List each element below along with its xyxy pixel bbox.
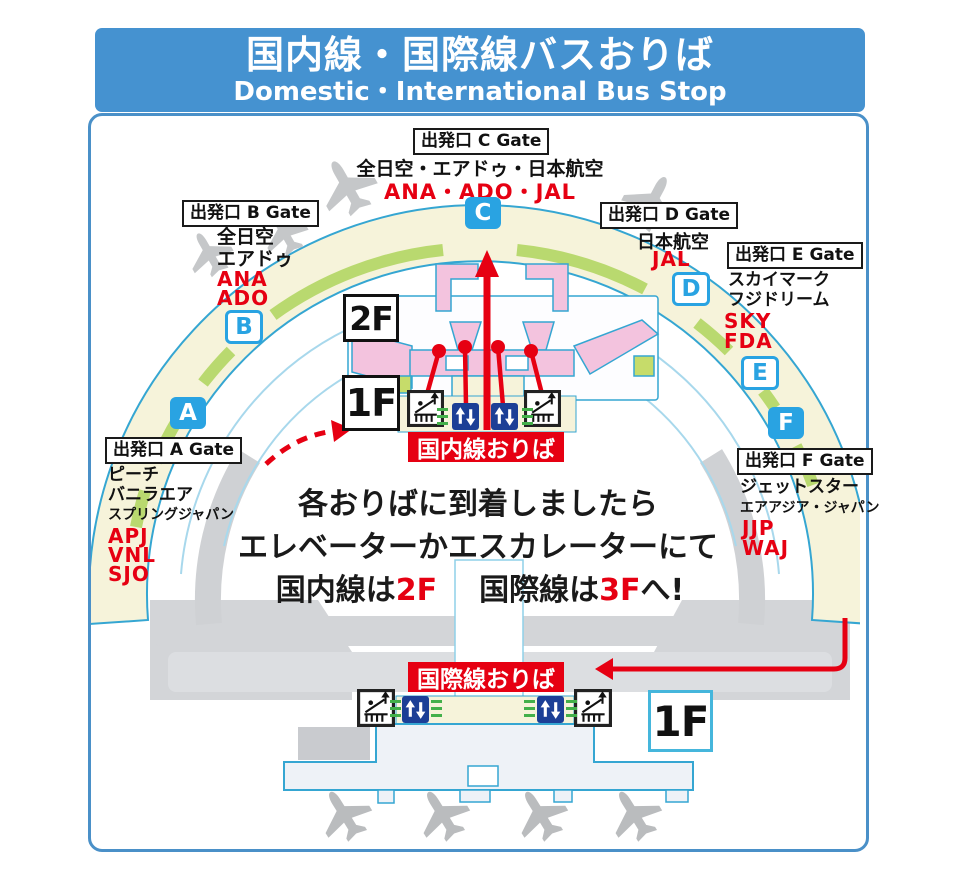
airplane-icon	[423, 791, 471, 842]
airline-code: SJO	[108, 562, 150, 586]
gate-letter-e: E	[752, 360, 768, 386]
red-wayfinding-marks	[264, 250, 848, 680]
airplane-icon	[326, 161, 378, 217]
airline-code: JJP	[742, 516, 775, 540]
international-terminal-building	[283, 695, 694, 804]
elevator-icon	[452, 403, 479, 430]
up-arrow-head	[475, 250, 499, 277]
gate-marker-e: E	[741, 356, 779, 390]
elevator-icon	[537, 696, 564, 723]
gate-label-c: 出発口 C Gate	[413, 128, 550, 155]
gate-b-airlines: 全日空 エアドゥ	[217, 226, 293, 270]
gate-letter-c: C	[474, 200, 492, 226]
gate-label-e: 出発口 E Gate	[727, 242, 863, 269]
airline-name: バニラエア	[108, 485, 193, 505]
airline-name: 全日空	[217, 226, 275, 248]
notice-floor-3f: 3F	[599, 573, 641, 608]
gate-d-codes: JAL	[652, 247, 691, 271]
gate-letter-f: F	[778, 410, 794, 436]
gate-marker-b: B	[225, 310, 263, 344]
airplane-icon	[192, 233, 234, 278]
notice-line-2: エレベーターかエスカレーターにて	[238, 530, 718, 565]
platform-dashes	[524, 700, 535, 720]
airline-code: WAJ	[742, 536, 790, 560]
elevator-icon	[491, 403, 518, 430]
gate-label-b: 出発口 B Gate	[182, 200, 319, 227]
gate-a-codes: APJ VNL SJO	[108, 524, 156, 586]
airline-name: フジドリーム	[728, 290, 830, 310]
gate-e-airlines: スカイマーク フジドリーム	[728, 270, 830, 310]
notice-line-1: 各おりばに到着しましたら	[298, 487, 658, 522]
gate-label-a: 出発口 A Gate	[105, 437, 243, 464]
page-title-english: Domestic・International Bus Stop	[233, 77, 727, 107]
gate-label-f: 出発口 F Gate	[737, 448, 873, 475]
gate-f-airlines: ジェットスター エアアジア・ジャパン	[740, 477, 879, 519]
gate-a-airlines: ピーチ バニラエア スプリングジャパン	[108, 465, 234, 525]
airplane-icons	[192, 161, 674, 842]
gate-c-airlines: 全日空・エアドゥ・日本航空	[356, 158, 604, 180]
escalator-icon	[574, 689, 612, 727]
airline-code: ADO	[217, 286, 270, 310]
platform-dashes	[390, 700, 401, 720]
airline-code: APJ	[108, 524, 149, 548]
airline-code: SKY	[724, 309, 772, 333]
gate-d-airlines: 日本航空	[637, 232, 709, 253]
airline-name: エアアジア・ジャパン	[740, 500, 880, 516]
airline-code: ANA	[217, 267, 268, 291]
terminal-map-graphic	[91, 161, 860, 842]
gate-label-d: 出発口 D Gate	[600, 202, 739, 229]
escalator-icon	[357, 689, 395, 727]
international-approach-arrow	[608, 618, 848, 672]
notice-text: 国際線は	[479, 573, 600, 608]
page-title-japanese: 国内線・国際線バスおりば	[245, 33, 714, 77]
notice-line-3: 国内線は2F 国際線は3Fへ!	[276, 565, 684, 609]
floor-label-2f: 2F	[343, 294, 399, 342]
platform-dashes	[437, 408, 448, 428]
airline-name: エアドゥ	[217, 248, 294, 270]
gate-letter-d: D	[681, 276, 701, 302]
gate-e-codes: SKY FDA	[724, 311, 773, 351]
elevator-icon	[402, 696, 429, 723]
floor-label-1f-domestic: 1F	[342, 375, 400, 431]
airline-name: スプリングジャパン	[108, 507, 234, 523]
notice-floor-2f: 2F	[395, 573, 438, 608]
gate-marker-a: A	[170, 397, 206, 429]
airline-name: スカイマーク	[728, 270, 830, 290]
gate-letter-b: B	[235, 314, 253, 340]
notice-text: へ!	[640, 573, 685, 608]
gate-marker-f: F	[768, 407, 804, 439]
gate-marker-d: D	[672, 272, 710, 306]
airplane-icon	[521, 791, 569, 842]
gate-letter-a: A	[179, 400, 197, 426]
gate-marker-c: C	[465, 197, 501, 229]
platform-dashes	[431, 700, 442, 720]
airline-name: ピーチ	[108, 465, 159, 485]
airline-name: ジェットスター	[740, 477, 859, 497]
platform-dashes	[522, 408, 533, 428]
dashed-approach-arrow	[264, 428, 335, 466]
airline-code: VNL	[108, 543, 156, 567]
airplane-icon	[325, 791, 373, 842]
road-layer	[150, 449, 850, 700]
airline-code: FDA	[724, 329, 773, 353]
domestic-bus-stop-banner: 国内線おりば	[408, 432, 564, 463]
floor-label-1f-international: 1F	[648, 690, 713, 752]
notice-text: 国内線は	[275, 573, 396, 608]
gate-b-codes: ANA ADO	[217, 267, 270, 310]
international-bus-stop-banner: 国際線おりば	[408, 662, 564, 693]
platform-dashes	[566, 700, 577, 720]
title-banner: 国内線・国際線バスおりば Domestic・International Bus …	[95, 28, 865, 112]
airplane-icon	[615, 791, 663, 842]
gate-f-codes: JJP WAJ	[742, 518, 789, 558]
